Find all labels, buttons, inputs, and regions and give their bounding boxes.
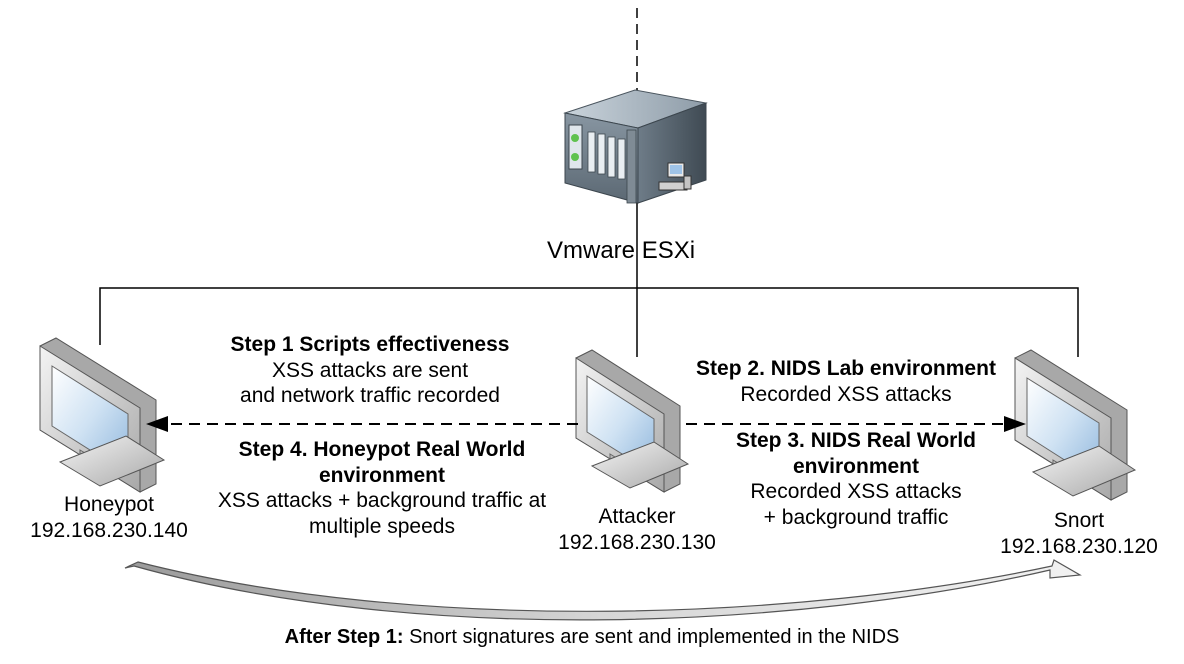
honeypot-monitor-icon xyxy=(39,337,166,493)
honeypot-label: Honeypot 192.168.230.140 xyxy=(4,492,214,543)
step4-title-line2: environment xyxy=(318,463,446,487)
snort-label: Snort 192.168.230.120 xyxy=(974,508,1184,559)
honeypot-name: Honeypot xyxy=(64,493,154,516)
dashed-arrow-to-honeypot xyxy=(146,416,578,432)
mini-terminal-icon xyxy=(658,162,692,191)
attacker-name: Attacker xyxy=(598,505,676,528)
step1-line1: XSS attacks are sent xyxy=(271,358,469,382)
step1-title: Step 1 Scripts effectiveness xyxy=(230,333,510,356)
honeypot-ip: 192.168.230.140 xyxy=(30,518,188,542)
step3-title-line1: Step 3. NIDS Real World xyxy=(736,429,976,452)
snort-ip: 192.168.230.120 xyxy=(1000,534,1158,558)
attacker-monitor-icon xyxy=(575,349,690,493)
footer-caption: After Step 1: Snort signatures are sent … xyxy=(0,626,1184,649)
snort-name: Snort xyxy=(1053,509,1105,532)
step1-line2: and network traffic recorded xyxy=(240,384,500,408)
step4-title-line1: Step 4. Honeypot Real World xyxy=(238,438,526,461)
step1-block: Step 1 Scripts effectiveness XSS attacks… xyxy=(190,332,550,409)
step2-block: Step 2. NIDS Lab environment Recorded XS… xyxy=(666,356,1026,407)
network-bus xyxy=(99,202,1079,357)
step2-title: Step 2. NIDS Lab environment xyxy=(696,357,996,380)
step3-block: Step 3. NIDS Real World environment Reco… xyxy=(676,428,1036,530)
server-rack-icon xyxy=(563,89,708,204)
step2-line1: Recorded XSS attacks xyxy=(740,382,952,406)
attacker-label: Attacker 192.168.230.130 xyxy=(532,504,742,555)
step4-line1: XSS attacks + background traffic at xyxy=(217,489,547,513)
step3-title-line2: environment xyxy=(792,454,920,478)
step4-block: Step 4. Honeypot Real World environment … xyxy=(190,437,574,539)
dashed-arrow-to-snort xyxy=(686,416,1026,432)
footer-text: Snort signatures are sent and implemente… xyxy=(403,626,900,648)
step3-line2: + background traffic xyxy=(763,505,949,529)
signature-transfer-arrow xyxy=(124,559,1082,621)
step4-line2: multiple speeds xyxy=(309,514,455,538)
server-label: Vmware ESXi xyxy=(547,237,696,264)
attacker-ip: 192.168.230.130 xyxy=(558,530,716,554)
step3-line1: Recorded XSS attacks xyxy=(750,480,962,504)
snort-monitor-icon xyxy=(1014,349,1137,501)
footer-bold: After Step 1: xyxy=(284,626,404,648)
